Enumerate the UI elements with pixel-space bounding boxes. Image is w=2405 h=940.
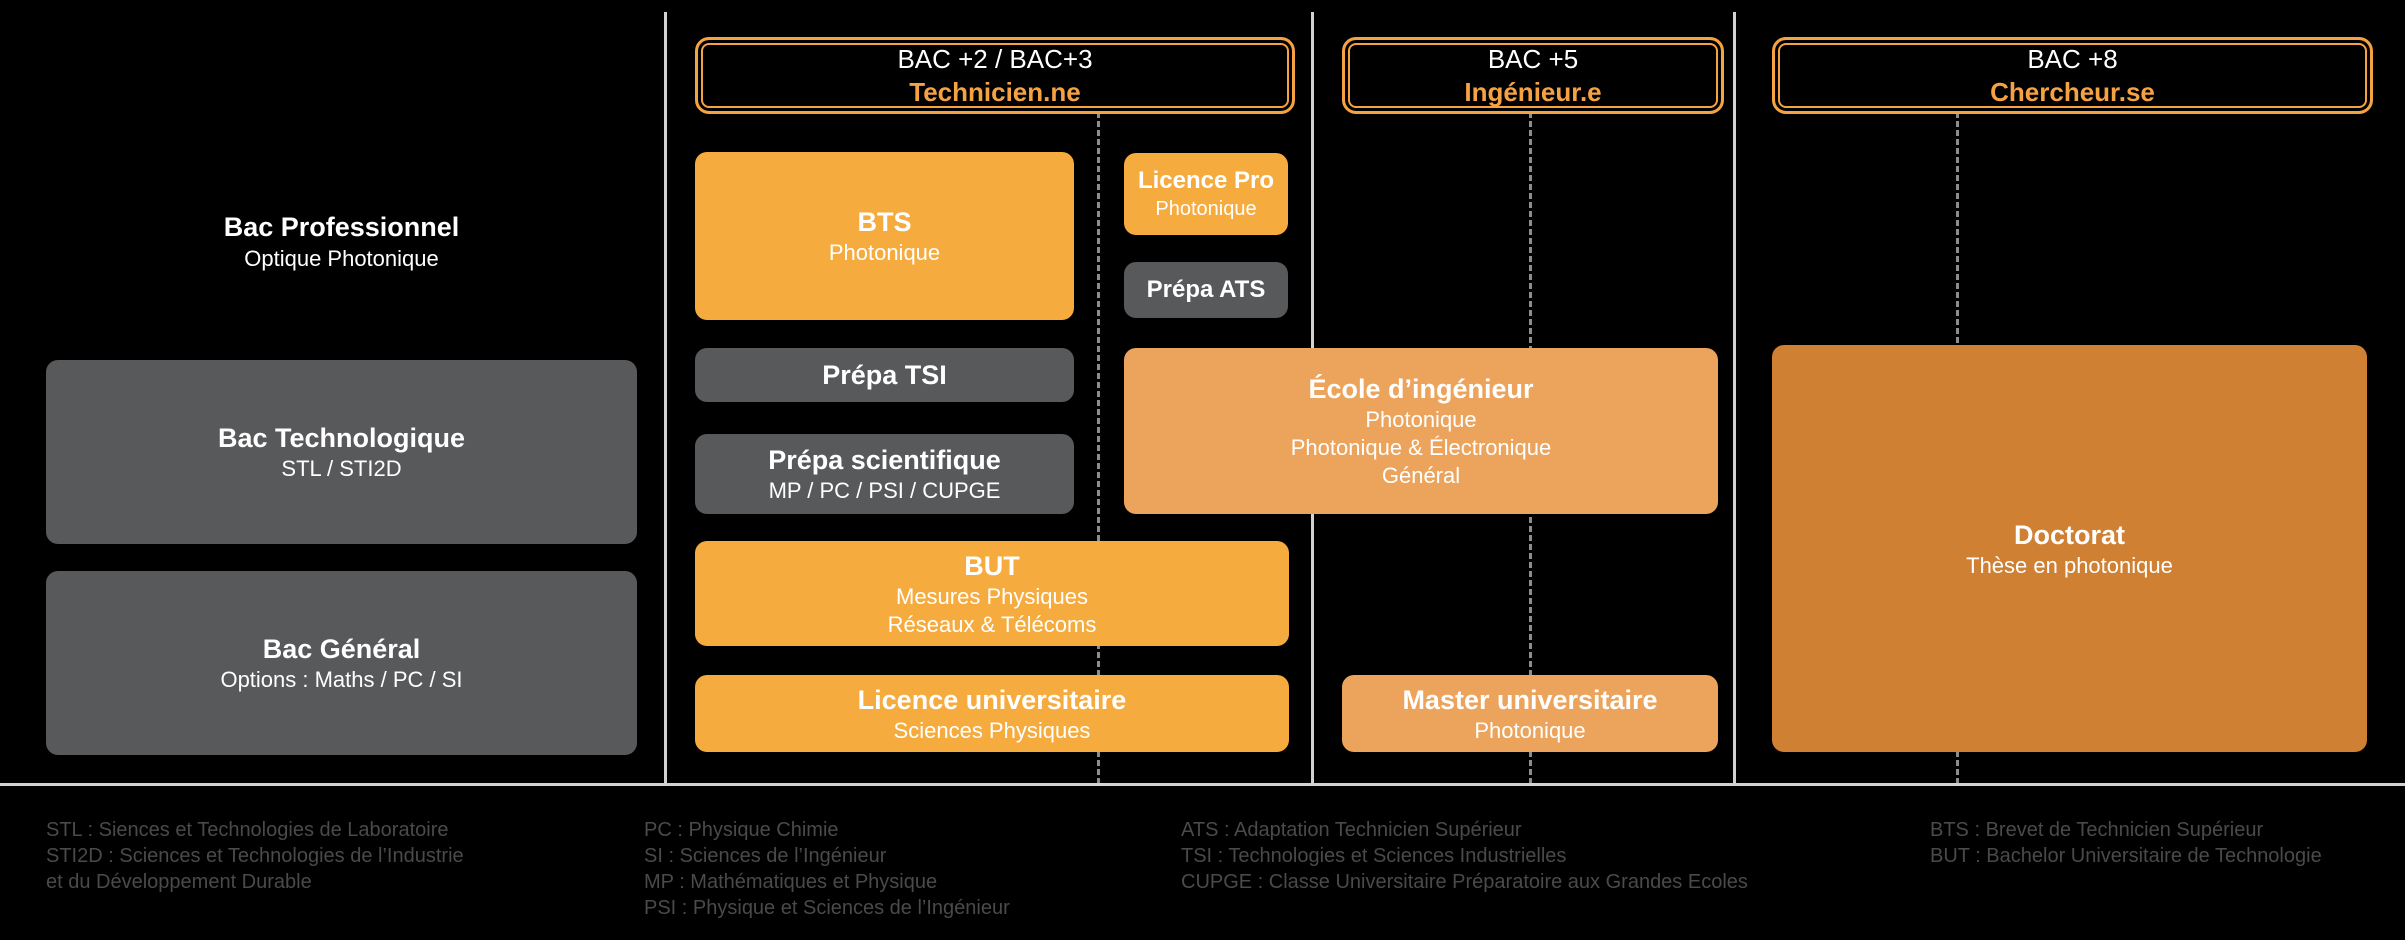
- ecole-ingenieur-box: École d’ingénieur Photonique Photonique …: [1124, 348, 1718, 514]
- doctorat-title: Doctorat: [2013, 519, 2125, 550]
- header-level-label: BAC +5: [1487, 43, 1579, 74]
- legend-line: BTS : Brevet de Technicien Supérieur: [1930, 819, 2264, 841]
- legend-line: et du Développement Durable: [46, 871, 312, 893]
- bts-subtitle: Photonique: [828, 240, 941, 265]
- bac-technologique-title: Bac Technologique: [217, 423, 466, 453]
- doctorat-box: Doctorat Thèse en photonique: [1772, 345, 2367, 752]
- master-universitaire-box: Master universitaire Photonique: [1342, 675, 1718, 752]
- licence-pro-title: Licence Pro: [1137, 167, 1275, 194]
- ecole-ingenieur-line-2: Photonique & Électronique: [1290, 435, 1552, 460]
- licence-universitaire-box: Licence universitaire Sciences Physiques: [695, 675, 1289, 752]
- header-role-label: Chercheur.se: [1990, 76, 2155, 107]
- bac-general-title: Bac Général: [262, 634, 421, 664]
- header-bac8: BAC +8 Chercheur.se: [1772, 37, 2373, 114]
- legend-line: MP : Mathématiques et Physique: [644, 871, 938, 893]
- header-bac2-bac3: BAC +2 / BAC+3 Technicien.ne: [695, 37, 1295, 114]
- legend-line: ATS : Adaptation Technicien Supérieur: [1181, 819, 1522, 841]
- but-line-2: Réseaux & Télécoms: [887, 611, 1097, 637]
- ecole-ingenieur-title: École d’ingénieur: [1308, 374, 1534, 404]
- column-divider-3: [1733, 12, 1736, 784]
- ecole-ingenieur-line-3: Général: [1381, 463, 1461, 488]
- header-role-label: Ingénieur.e: [1464, 76, 1602, 107]
- legend-column-4: BTS : Brevet de Technicien Supérieur BUT…: [1930, 817, 2322, 869]
- legend-line: TSI : Technologies et Sciences Industrie…: [1181, 845, 1567, 867]
- legend-line: PSI : Physique et Sciences de l’Ingénieu…: [644, 897, 1010, 919]
- bts-title: BTS: [857, 207, 912, 237]
- legend-column-3: ATS : Adaptation Technicien Supérieur TS…: [1181, 817, 1748, 895]
- master-universitaire-subtitle: Photonique: [1474, 717, 1586, 743]
- legend-divider: [0, 783, 2405, 786]
- licence-universitaire-subtitle: Sciences Physiques: [893, 717, 1091, 743]
- prepa-scientifique-subtitle: MP / PC / PSI / CUPGE: [768, 478, 1001, 503]
- header-role-label: Technicien.ne: [909, 76, 1081, 107]
- but-title: BUT: [964, 550, 1020, 581]
- licence-universitaire-title: Licence universitaire: [857, 684, 1127, 715]
- legend-column-2: PC : Physique Chimie SI : Sciences de l’…: [644, 817, 1010, 921]
- bac-technologique-subtitle: STL / STI2D: [281, 456, 402, 481]
- header-level-label: BAC +2 / BAC+3: [897, 43, 1093, 74]
- bac-professionnel-subtitle: Optique Photonique: [244, 246, 439, 271]
- prepa-ats-title: Prépa ATS: [1146, 276, 1266, 303]
- legend-line: PC : Physique Chimie: [644, 819, 839, 841]
- but-box: BUT Mesures Physiques Réseaux & Télécoms: [695, 541, 1289, 646]
- prepa-ats-box: Prépa ATS: [1124, 262, 1288, 318]
- column-divider-1: [664, 12, 667, 784]
- doctorat-subtitle: Thèse en photonique: [1966, 552, 2173, 578]
- legend-line: STI2D : Sciences et Technologies de l’In…: [46, 845, 464, 867]
- prepa-scientifique-box: Prépa scientifique MP / PC / PSI / CUPGE: [695, 434, 1074, 514]
- dashed-connector-1: [1097, 112, 1100, 784]
- but-line-1: Mesures Physiques: [896, 583, 1088, 609]
- ecole-ingenieur-line-1: Photonique: [1365, 407, 1477, 432]
- bac-general-subtitle: Options : Maths / PC / SI: [220, 667, 463, 692]
- bts-box: BTS Photonique: [695, 152, 1074, 320]
- licence-pro-box: Licence Pro Photonique: [1124, 153, 1288, 235]
- bac-professionnel-title: Bac Professionnel: [223, 212, 460, 242]
- header-level-label: BAC +8: [2027, 43, 2118, 74]
- master-universitaire-title: Master universitaire: [1402, 684, 1658, 715]
- prepa-tsi-title: Prépa TSI: [822, 360, 947, 390]
- prepa-scientifique-title: Prépa scientifique: [768, 445, 1001, 475]
- bac-technologique-box: Bac Technologique STL / STI2D: [46, 360, 637, 544]
- legend-column-1: STL : Siences et Technologies de Laborat…: [46, 817, 464, 895]
- prepa-tsi-box: Prépa TSI: [695, 348, 1074, 402]
- legend-line: STL : Siences et Technologies de Laborat…: [46, 819, 449, 841]
- bac-general-box: Bac Général Options : Maths / PC / SI: [46, 571, 637, 755]
- licence-pro-subtitle: Photonique: [1155, 198, 1257, 220]
- legend-line: CUPGE : Classe Universitaire Préparatoir…: [1181, 871, 1748, 893]
- legend-line: BUT : Bachelor Universitaire de Technolo…: [1930, 845, 2322, 867]
- legend-line: SI : Sciences de l’Ingénieur: [644, 845, 887, 867]
- header-bac5: BAC +5 Ingénieur.e: [1342, 37, 1724, 114]
- bac-professionnel-label: Bac Professionnel Optique Photonique: [46, 210, 637, 274]
